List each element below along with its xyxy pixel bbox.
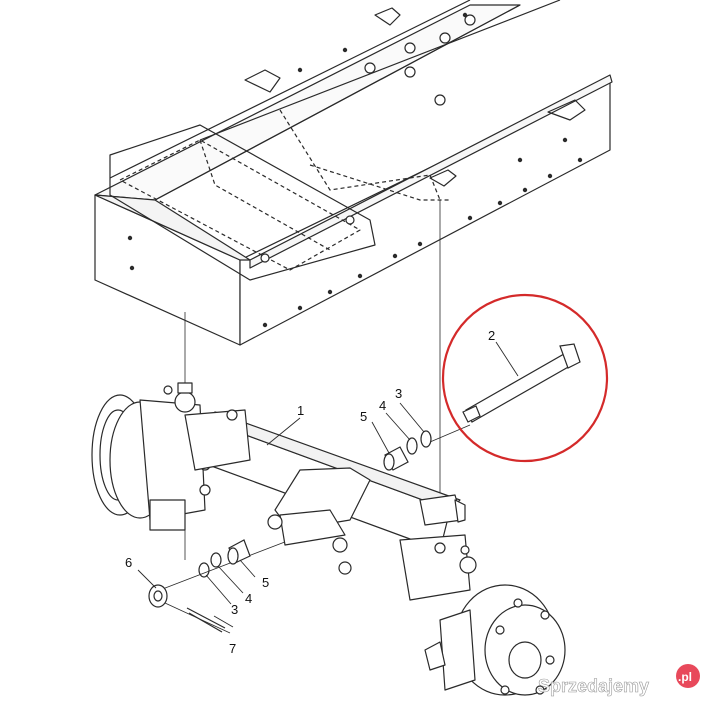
callout-ring-top: 4 <box>379 398 386 413</box>
callout-ring-bottom: 4 <box>245 591 252 606</box>
callout-pin: 2 <box>488 328 495 343</box>
upper-ring-part <box>406 437 418 455</box>
callout-nut: 6 <box>125 555 132 570</box>
highlight-circle <box>441 293 609 463</box>
axle-assembly <box>91 382 566 696</box>
watermark-badge <box>676 664 700 688</box>
chassis-frame <box>94 0 613 346</box>
lower-bushing-part <box>227 539 251 565</box>
watermark-suffix: .pl <box>678 670 692 684</box>
king-pin-part <box>462 343 581 423</box>
callout-axle: 1 <box>297 403 304 418</box>
lower-washer-part <box>198 562 210 578</box>
watermark-text: Sprzedajemy <box>538 676 649 696</box>
callout-bushing-top: 5 <box>360 409 367 424</box>
callout-washer-bottom: 3 <box>231 602 238 617</box>
callout-bushing-bottom: 5 <box>262 575 269 590</box>
castle-nut-part <box>148 584 168 608</box>
callout-washer-top: 3 <box>395 386 402 401</box>
watermark: Sprzedajemy .pl <box>538 664 700 696</box>
upper-bushing-part <box>383 446 409 471</box>
callout-labels: 1 2 5 4 3 6 5 4 3 7 <box>125 328 495 656</box>
cotter-pin-part <box>186 607 226 633</box>
lower-ring-part <box>210 552 222 568</box>
upper-washer-part <box>420 430 432 448</box>
callout-cotter-pin: 7 <box>229 641 236 656</box>
leader-lines <box>137 341 519 628</box>
